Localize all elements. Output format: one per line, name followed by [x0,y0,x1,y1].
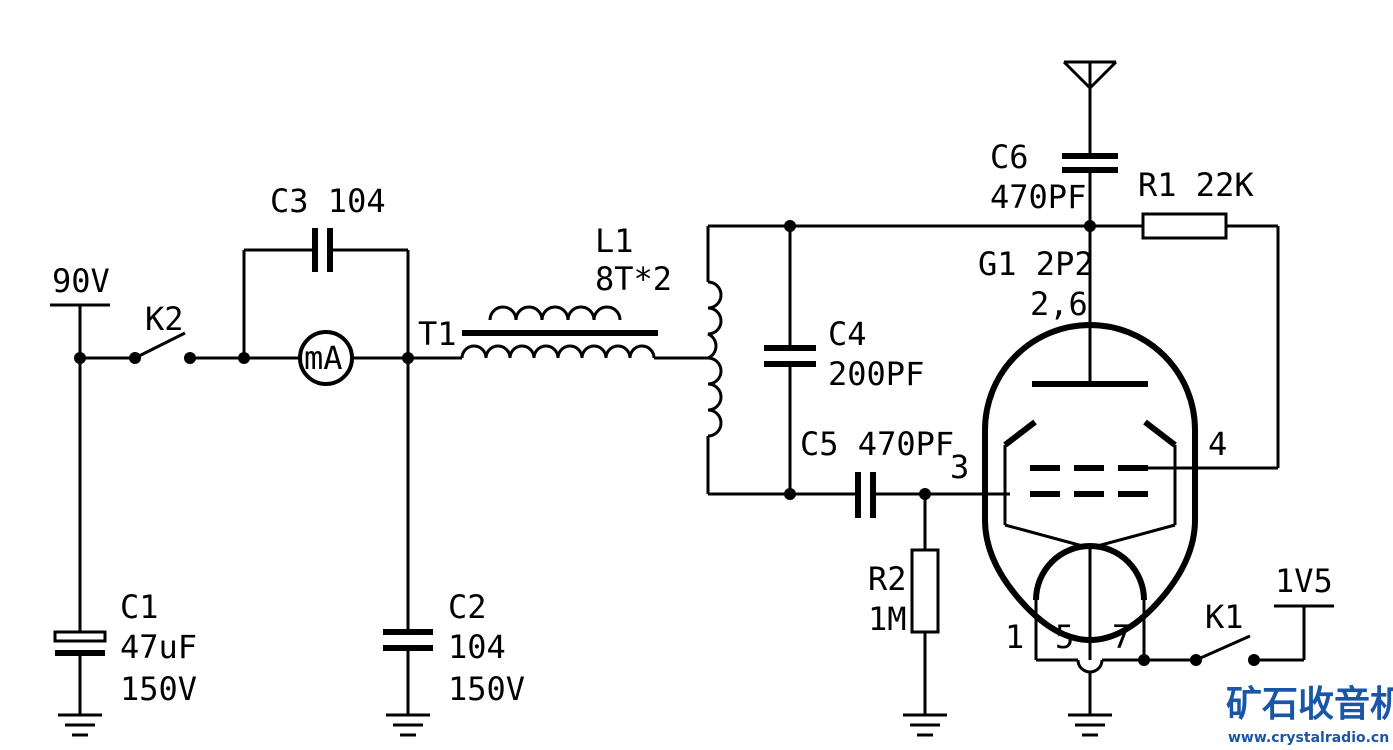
switch-k2 [80,331,300,364]
capacitor-c4 [764,220,816,500]
label-g1-pins: 2,6 [1030,285,1088,323]
label-c6-name: C6 [990,138,1029,176]
label-1v5: 1V5 [1275,562,1333,600]
label-l1-value: 8T*2 [595,260,672,298]
supply-90v [50,303,110,632]
label-c2-value: 104 [448,628,506,666]
label-c1-voltage: 150V [120,670,197,708]
capacitor-c6 [1062,153,1118,384]
label-pin-7: 7 [1112,618,1131,656]
label-c1-name: C1 [120,588,159,626]
label-c4-value: 200PF [828,355,924,393]
choke-t1 [408,305,708,360]
ground-c2 [386,713,430,737]
label-c1-value: 47uF [120,628,197,666]
label-r1: R1 22K [1138,166,1254,204]
capacitor-c3 [242,228,410,358]
vacuum-tube-g1 [982,322,1198,737]
label-c5: C5 470PF [800,425,954,463]
label-pin-5: 5 [1055,618,1074,656]
watermark-url: www.crystalradio.cn [1228,730,1389,746]
label-t1: T1 [418,315,457,353]
label-r2-name: R2 [868,560,907,598]
label-c6-value: 470PF [990,178,1086,216]
label-ma: mA [304,339,343,377]
label-pin-1: 1 [1005,618,1024,656]
milliammeter [298,330,414,386]
resistor-r2 [903,494,947,737]
label-pin-3: 3 [950,448,969,486]
label-c3: C3 104 [270,182,386,220]
label-90v: 90V [52,262,110,300]
switch-k1 [1138,604,1334,666]
resistor-r1 [1090,212,1280,470]
label-r2-value: 1M [868,600,907,638]
ground-c1 [58,713,102,737]
label-l1-name: L1 [595,222,634,260]
capacitor-c2 [383,358,433,715]
capacitor-c1 [53,630,107,715]
tank-coil-l1 [706,224,1090,496]
label-g1-name: G1 2P2 [978,245,1094,283]
label-c4-name: C4 [828,315,867,353]
label-c2-name: C2 [448,588,487,626]
label-pin-4: 4 [1208,425,1227,463]
antenna [1062,60,1118,154]
label-k1: K1 [1205,598,1244,636]
label-c2-voltage: 150V [448,670,525,708]
label-k2: K2 [145,300,184,338]
watermark-title: 矿石收音机 [1226,684,1393,725]
